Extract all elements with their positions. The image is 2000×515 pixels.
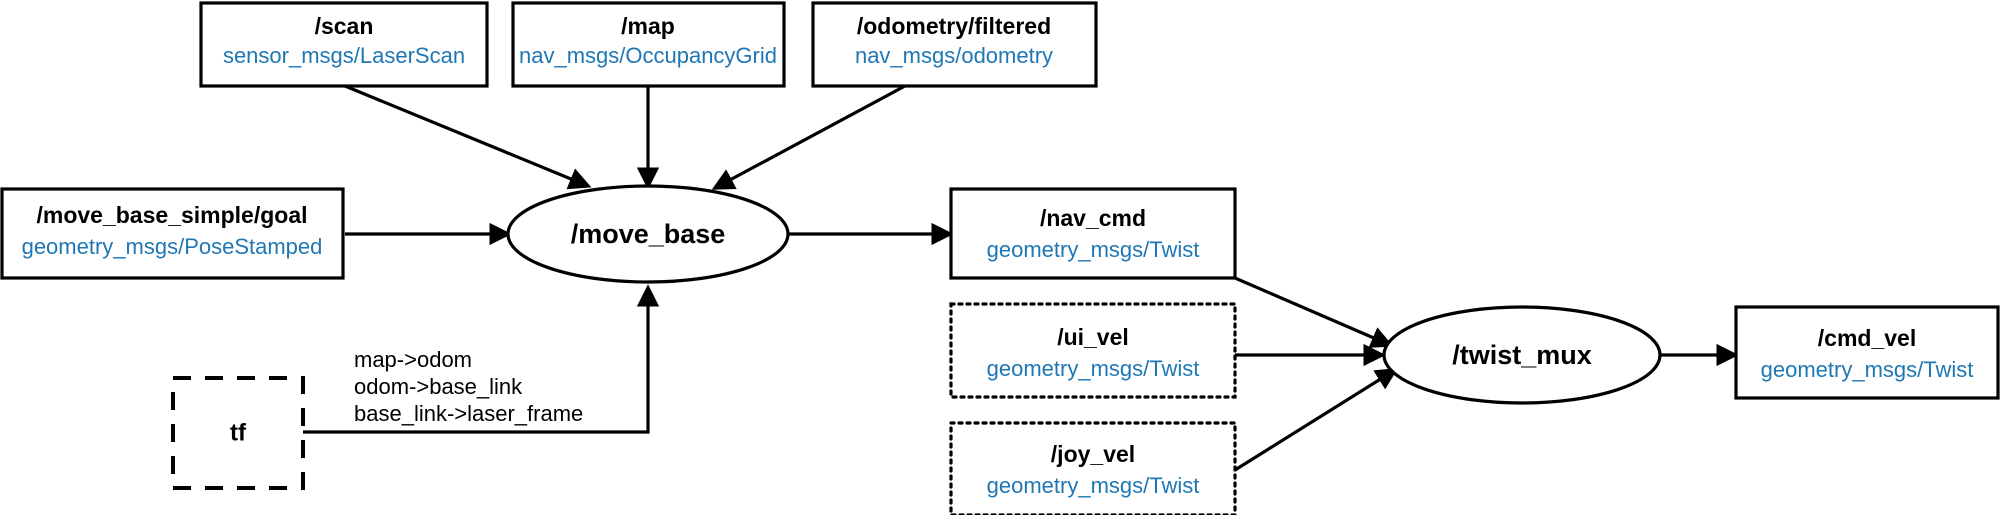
topic-type-joy-vel: geometry_msgs/Twist [987, 473, 1200, 498]
ros-node-twist-mux[interactable]: /twist_mux [1382, 305, 1662, 405]
topic-box-ui-vel[interactable] [949, 302, 1237, 399]
topic-type-cmd-vel: geometry_msgs/Twist [1761, 357, 1974, 382]
topic-type-nav-cmd: geometry_msgs/Twist [987, 237, 1200, 262]
topic-node-scan[interactable]: /scan sensor_msgs/LaserScan [199, 1, 489, 88]
node-label-move-base: /move_base [571, 219, 726, 249]
topic-box-joy-vel[interactable] [949, 421, 1237, 515]
topic-type-odometry-filtered: nav_msgs/odometry [855, 43, 1053, 68]
topic-name-cmd-vel: /cmd_vel [1818, 325, 1916, 351]
topic-type-move-base-simple-goal: geometry_msgs/PoseStamped [22, 234, 323, 259]
topic-box-cmd-vel[interactable] [1734, 305, 2000, 400]
topic-name-scan: /scan [315, 13, 374, 39]
topic-node-map[interactable]: /map nav_msgs/OccupancyGrid [511, 1, 786, 88]
edge-scan-to-move-base [344, 84, 592, 190]
ros-node-tf[interactable]: tf [171, 376, 305, 490]
edge-nav-cmd-to-twist-mux [1234, 276, 1394, 348]
topic-box-scan[interactable] [199, 1, 489, 88]
edge-tf-to-move-base [303, 284, 660, 434]
topic-node-odometry-filtered[interactable]: /odometry/filtered nav_msgs/odometry [811, 1, 1098, 88]
tf-transform-label-2: base_link->laser_frame [354, 401, 583, 426]
topic-box-map[interactable] [511, 1, 786, 88]
topic-name-move-base-simple-goal: /move_base_simple/goal [36, 202, 307, 228]
topic-type-ui-vel: geometry_msgs/Twist [987, 356, 1200, 381]
ros-node-move-base[interactable]: /move_base [506, 184, 790, 284]
topic-type-map: nav_msgs/OccupancyGrid [519, 43, 777, 68]
topic-node-move-base-simple-goal[interactable]: /move_base_simple/goal geometry_msgs/Pos… [0, 187, 345, 280]
node-ellipse-move-base[interactable] [506, 184, 790, 284]
tf-box[interactable] [171, 376, 305, 490]
tf-label: tf [230, 419, 247, 446]
edge-odometry-to-move-base [711, 84, 906, 190]
topic-name-joy-vel: /joy_vel [1051, 441, 1135, 467]
node-ellipse-twist-mux[interactable] [1382, 305, 1662, 405]
tf-transform-label-1: odom->base_link [354, 374, 523, 399]
edge-layer [303, 84, 1739, 472]
topic-node-joy-vel[interactable]: /joy_vel geometry_msgs/Twist [949, 421, 1237, 515]
topic-name-nav-cmd: /nav_cmd [1040, 205, 1146, 231]
tf-transform-label-0: map->odom [354, 347, 472, 372]
tf-transform-labels: map->odom odom->base_link base_link->las… [354, 347, 583, 426]
topic-box-nav-cmd[interactable] [949, 187, 1237, 280]
topic-box-odometry-filtered[interactable] [811, 1, 1098, 88]
topic-node-ui-vel[interactable]: /ui_vel geometry_msgs/Twist [949, 302, 1237, 399]
topic-node-nav-cmd[interactable]: /nav_cmd geometry_msgs/Twist [949, 187, 1237, 280]
node-label-twist-mux: /twist_mux [1452, 340, 1592, 370]
edge-joy-vel-to-twist-mux [1234, 368, 1399, 472]
topic-name-map: /map [621, 13, 675, 39]
topic-name-odometry-filtered: /odometry/filtered [857, 13, 1051, 39]
topic-name-ui-vel: /ui_vel [1057, 324, 1129, 350]
topic-box-move-base-simple-goal[interactable] [0, 187, 345, 280]
topic-type-scan: sensor_msgs/LaserScan [223, 43, 465, 68]
topic-node-cmd-vel[interactable]: /cmd_vel geometry_msgs/Twist [1734, 305, 2000, 400]
